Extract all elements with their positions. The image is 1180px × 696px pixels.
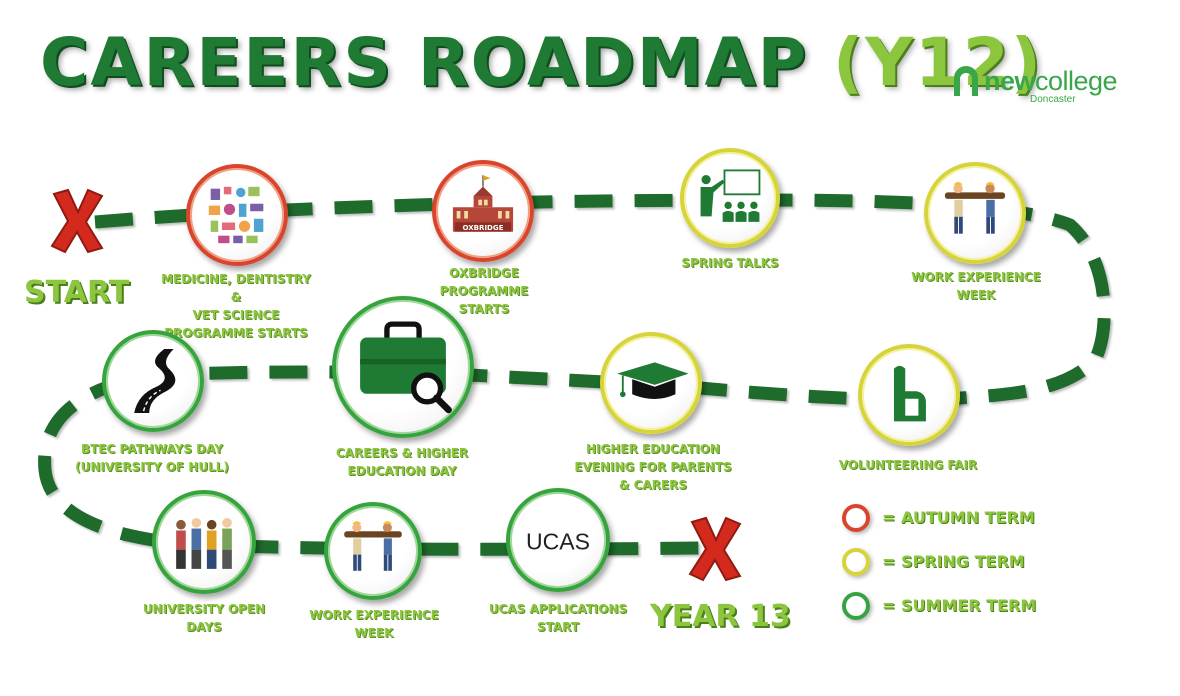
presentation-icon [700,169,761,222]
milestone-higher-education-evening [600,332,702,434]
arch-icon [954,66,978,96]
milestone-oxbridge: OXBRIDGE [432,160,534,262]
legend-summer-text: = SUMMER TERM [882,596,1037,615]
milestone-volunteering-fair [858,344,960,446]
end-label: YEAR 13 [650,599,791,634]
university-building-icon: OXBRIDGE [452,175,514,232]
milestone-label-spring-talks: SPRING TALKS [681,256,779,270]
oxbridge-badge: OXBRIDGE [462,223,503,232]
students-group-icon [176,518,232,569]
end-x-icon [688,516,742,582]
page-title: CAREERS ROADMAP (Y12) [40,18,1043,108]
raised-hand-icon [893,365,926,422]
logo-subtitle: Doncaster [1030,94,1076,105]
milestone-label-work-experience-spring: WORK EXPERIENCE WEEK [911,270,1041,302]
title-main: CAREERS ROADMAP [40,24,808,101]
milestone-label-work-experience-summer: WORK EXPERIENCE WEEK [309,608,439,640]
milestone-careers-he-day [332,296,474,438]
milestone-label-oxbridge: OXBRIDGE PROGRAMME STARTS [439,266,529,316]
winding-road-icon [134,349,176,413]
milestone-spring-talks [680,148,780,248]
legend-summer-swatch [842,592,870,620]
milestone-label-higher-education-evening: HIGHER EDUCATION EVENING FOR PARENTS & C… [574,442,732,492]
milestone-university-open-days [152,490,256,594]
logo-brand-bold: new [984,66,1036,96]
ucas-logo-icon: UCAS [526,529,590,555]
legend-spring-swatch [842,548,870,576]
start-x-icon [50,188,104,254]
ucas-badge: UCAS [526,529,590,555]
milestone-label-medicine: MEDICINE, DENTISTRY & VET SCIENCE PROGRA… [161,272,311,340]
logo-wordmark: newcollege [984,66,1118,96]
milestone-btec-pathways-day [102,330,204,432]
legend-spring-text: = SPRING TERM [882,552,1025,571]
graduation-cap-icon [617,362,689,399]
milestone-ucas-applications: UCAS [506,488,610,592]
milestone-label-btec-pathways-day: BTEC PATHWAYS DAY (UNIVERSITY OF HULL) [75,442,229,474]
workers-carrying-log-icon [944,181,1006,234]
milestone-label-careers-he-day: CAREERS & HIGHER EDUCATION DAY [335,446,469,478]
legend-autumn-swatch [842,504,870,532]
milestone-label-volunteering-fair: VOLUNTEERING FAIR [838,458,978,472]
start-label: START [24,275,130,310]
medical-collage-icon [208,186,264,244]
briefcase-search-icon [360,321,452,414]
title-year: (Y12) [832,24,1043,101]
milestone-label-university-open-days: UNIVERSITY OPEN DAYS [142,602,266,634]
legend-autumn-text: = AUTUMN TERM [882,508,1035,527]
milestone-medicine [186,164,288,266]
milestone-work-experience-spring [924,162,1026,264]
logo-brand-light: college [1035,66,1118,96]
milestone-work-experience-summer [324,502,422,600]
new-college-logo: newcollege Doncaster [952,64,1122,108]
workers-carrying-log-icon [344,521,402,571]
milestone-label-ucas-applications: UCAS APPLICATIONS START [488,602,628,634]
